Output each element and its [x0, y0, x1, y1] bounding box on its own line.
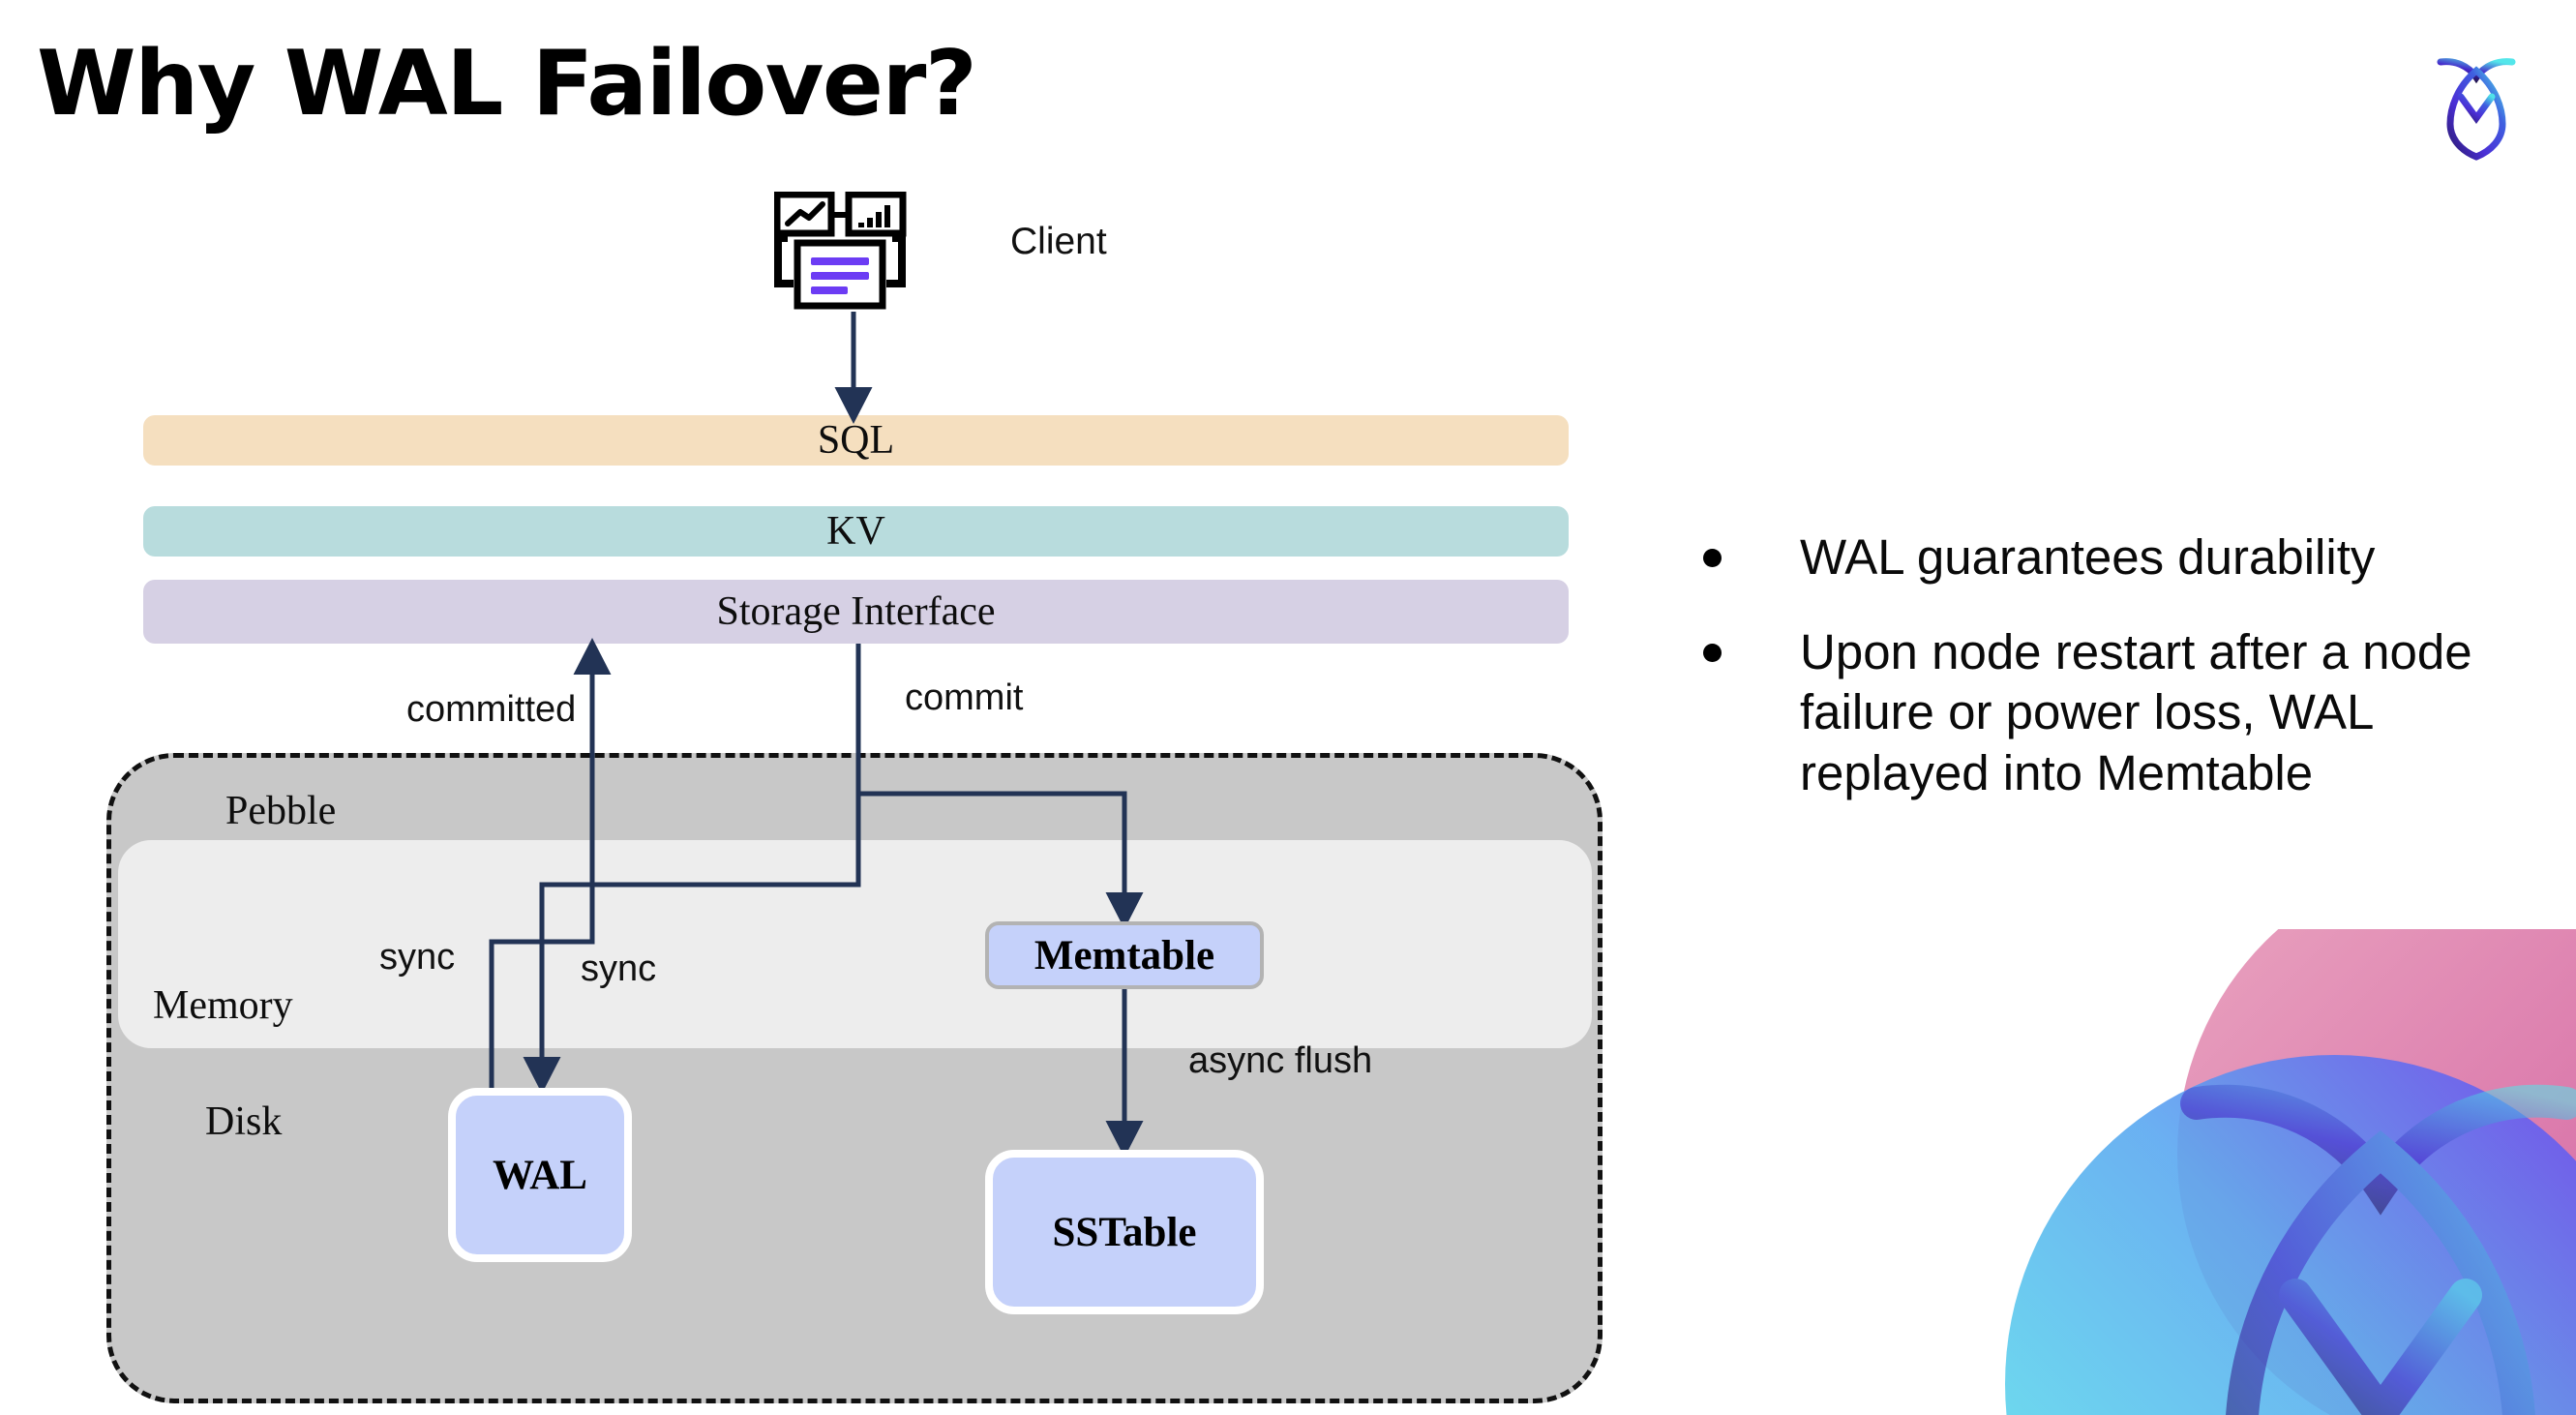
memory-container — [118, 840, 1592, 1048]
edge-label-commit: commit — [905, 677, 1024, 718]
page-title: Why WAL Failover? — [37, 31, 977, 135]
client-dashboard-icon — [773, 191, 929, 313]
bullet-list: WAL guarantees durability Upon node rest… — [1703, 527, 2526, 838]
bullet-dot-icon — [1703, 644, 1722, 663]
brand-circles-decoration — [1955, 929, 2576, 1415]
memory-label: Memory — [153, 983, 293, 1028]
edge-label-async-flush: async flush — [1188, 1040, 1373, 1081]
list-item: WAL guarantees durability — [1703, 527, 2526, 587]
node-sstable-label: SSTable — [1052, 1209, 1197, 1255]
edge-label-sync-left: sync — [379, 937, 456, 978]
list-item: Upon node restart after a node failure o… — [1703, 622, 2526, 803]
edge-label-sync-right: sync — [581, 948, 657, 989]
bullet-text: Upon node restart after a node failure o… — [1800, 624, 2472, 800]
layer-bar-storage-interface: Storage Interface — [143, 580, 1569, 644]
node-wal-label: WAL — [493, 1152, 587, 1198]
layer-bar-kv: KV — [143, 506, 1569, 557]
bullet-text: WAL guarantees durability — [1800, 529, 2376, 585]
node-memtable: Memtable — [985, 921, 1264, 989]
node-memtable-label: Memtable — [1033, 932, 1215, 978]
edge-label-committed: committed — [406, 689, 577, 730]
node-sstable: SSTable — [985, 1150, 1264, 1314]
layer-bar-sql: SQL — [143, 415, 1569, 466]
disk-label: Disk — [205, 1099, 283, 1144]
node-wal: WAL — [448, 1088, 632, 1262]
layer-label-storage-interface: Storage Interface — [716, 589, 996, 634]
pebble-label: Pebble — [225, 789, 337, 833]
client-label: Client — [1010, 221, 1107, 262]
cockroachdb-logo — [2409, 39, 2544, 174]
layer-label-sql: SQL — [817, 418, 895, 463]
bullet-dot-icon — [1703, 549, 1722, 567]
layer-label-kv: KV — [826, 509, 885, 554]
